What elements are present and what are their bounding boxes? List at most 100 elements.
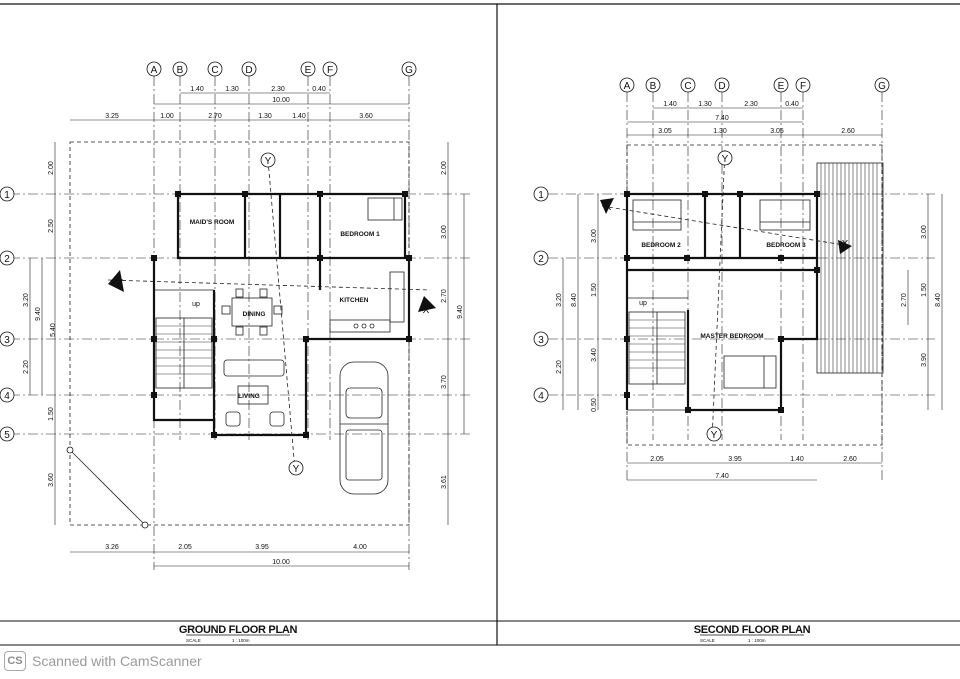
- dimension-label: 3.00: [441, 225, 448, 239]
- dimension-label: 2.00: [48, 161, 55, 175]
- dimension-label: 3.60: [359, 113, 373, 120]
- room-label: BEDROOM 1: [340, 231, 380, 238]
- section-marker-x: X: [605, 202, 612, 213]
- room-label: DINING: [243, 311, 266, 318]
- scale-label: SCALE: [186, 638, 201, 643]
- lot-corner-marker: [141, 521, 149, 529]
- section-line-x: [107, 279, 431, 291]
- lot-diagonal: [69, 449, 146, 526]
- dimension-label: 3.20: [556, 293, 563, 307]
- grid-label: D: [718, 81, 725, 92]
- stair-up-label: up: [192, 301, 200, 308]
- dimension-label: 3.20: [23, 293, 30, 307]
- grid-label: F: [327, 65, 333, 76]
- grid-bubble: [0, 426, 15, 442]
- section-line-y: [267, 159, 296, 471]
- grid-bubble: [0, 250, 15, 266]
- dimension-label: 2.70: [441, 289, 448, 303]
- second-floor-title: SECOND FLOOR PLAN: [694, 624, 811, 636]
- room-label: LIVING: [238, 393, 260, 400]
- dimension-label: 3.61: [441, 475, 448, 489]
- grid-label: 5: [4, 430, 10, 441]
- roof-outline: [626, 144, 883, 446]
- dimension-label: 3.00: [921, 225, 928, 239]
- grid-label: D: [245, 65, 252, 76]
- dimension-label: 1.40: [292, 113, 306, 120]
- dimension-label: 2.00: [441, 161, 448, 175]
- sf-bottom-dimensions: 2.05 3.95 1.40 2.60 7.40: [627, 456, 882, 481]
- dimension-label: 1.40: [790, 456, 804, 463]
- dimension-label: 1.50: [921, 283, 928, 297]
- dimension-total: 8.40: [935, 293, 942, 307]
- dimension-label: 3.26: [105, 544, 119, 551]
- dimension-label: 1.30: [258, 113, 272, 120]
- ground-floor-plan: A B C D E F G 1 2 3 4 5 1.4: [0, 61, 470, 643]
- lot-corner-marker: [66, 446, 74, 454]
- scale-ratio: 1 : 100m: [232, 638, 250, 643]
- grid-bubble: [0, 387, 15, 403]
- dimension-label: 3.90: [921, 353, 928, 367]
- dimension-label: 0.50: [591, 398, 598, 412]
- grid-label: E: [778, 81, 785, 92]
- dimension-label: 1.30: [713, 128, 727, 135]
- gf-living-furniture: [223, 359, 285, 427]
- gf-left-dimensions: 2.00 2.50 3.20 2.20 1.50 3.60 9.40 5.40: [23, 142, 57, 525]
- ground-floor-title: GROUND FLOOR PLAN: [179, 624, 298, 636]
- gf-bottom-dimensions: 3.26 2.05 3.95 4.00 10.00: [70, 544, 409, 567]
- dimension-label: 2.20: [23, 360, 30, 374]
- sf-left-dimensions: 3.00 1.50 3.40 0.50 3.20 2.20 8.40: [556, 194, 599, 412]
- section-marker-x: X: [117, 278, 124, 289]
- gf-dining-table: [221, 288, 283, 336]
- dimension-label: 2.50: [48, 219, 55, 233]
- room-label: BEDROOM 3: [766, 242, 806, 249]
- dimension-label: 3.95: [728, 456, 742, 463]
- room-label: BEDROOM 2: [641, 242, 681, 249]
- dimension-label: 2.05: [178, 544, 192, 551]
- sf-right-dimensions: 3.00 1.50 3.90 2.70 8.40: [901, 194, 943, 410]
- grid-label: 2: [4, 254, 10, 265]
- gf-staircase: up: [155, 301, 213, 389]
- gf-columns: [151, 191, 412, 438]
- sf-top-dimensions: 1.40 1.30 2.30 0.40 7.40 3.05 1.30 3.05 …: [627, 101, 882, 136]
- room-label: MAID'S ROOM: [190, 219, 235, 226]
- dimension-label: 0.40: [312, 86, 326, 93]
- scale-ratio: 1 : 100m: [748, 638, 766, 643]
- gf-kitchen-counter: [329, 271, 405, 333]
- dimension-label: 2.30: [271, 86, 285, 93]
- grid-label: G: [405, 65, 413, 76]
- watermark-text: Scanned with CamScanner: [32, 653, 202, 669]
- grid-bubble: [0, 186, 15, 202]
- room-label: KITCHEN: [340, 297, 369, 304]
- room-label: MASTER BEDROOM: [700, 333, 763, 340]
- dimension-label: 3.05: [658, 128, 672, 135]
- grid-bubble: [401, 61, 417, 77]
- grid-label: 3: [538, 335, 544, 346]
- dimension-label: 1.30: [698, 101, 712, 108]
- grid-label: A: [624, 81, 631, 92]
- grid-bubble: [0, 331, 15, 347]
- sf-section-markers: X X Y Y: [600, 149, 852, 442]
- grid-label: C: [684, 81, 691, 92]
- gf-walls: [152, 192, 411, 437]
- grid-bubble: [300, 61, 316, 77]
- grid-bubble: [241, 61, 257, 77]
- dimension-label: 5.40: [50, 323, 57, 337]
- dimension-label: 3.40: [591, 348, 598, 362]
- dimension-label: 2.70: [208, 113, 222, 120]
- grid-label: F: [800, 81, 806, 92]
- dimension-label: 1.40: [663, 101, 677, 108]
- dimension-total: 10.00: [272, 97, 290, 104]
- grid-label: 2: [538, 254, 544, 265]
- scale-label: SCALE: [700, 638, 715, 643]
- gf-section-markers: X X Y Y: [107, 152, 436, 476]
- dimension-label: 0.40: [785, 101, 799, 108]
- dimension-label: 4.00: [353, 544, 367, 551]
- grid-bubble: [207, 61, 223, 77]
- sf-staircase: up: [628, 300, 686, 385]
- grid-label: C: [211, 65, 218, 76]
- dimension-total: 9.40: [457, 305, 464, 319]
- stair-up-label: up: [639, 300, 647, 307]
- sf-columns: [624, 191, 820, 413]
- grid-label: G: [878, 81, 886, 92]
